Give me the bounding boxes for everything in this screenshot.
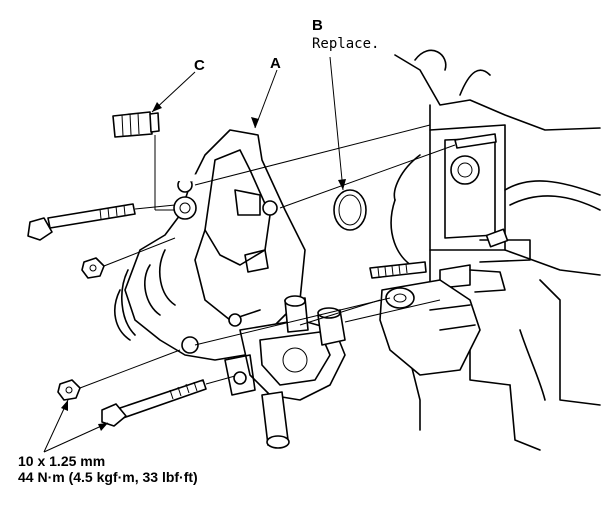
assembly-guide-lines — [79, 124, 456, 389]
engine-block — [369, 49, 601, 451]
long-bolt-upper — [27, 203, 136, 241]
torque-spec-label: 44 N·m (4.5 kgf·m, 33 lbf·ft) — [18, 469, 198, 485]
nut-lower — [57, 379, 81, 401]
long-bolt-lower — [101, 379, 207, 427]
o-ring — [333, 189, 367, 231]
callout-b: B — [312, 17, 323, 34]
nut-upper — [81, 257, 105, 279]
water-pump-housing — [114, 129, 346, 449]
bypass-hose — [90, 111, 204, 182]
callout-a: A — [270, 55, 281, 72]
bolt-size-label: 10 x 1.25 mm — [18, 453, 105, 469]
leader-lines — [43, 56, 346, 453]
callout-b-note: Replace. — [312, 36, 379, 52]
callout-c: C — [194, 57, 205, 74]
